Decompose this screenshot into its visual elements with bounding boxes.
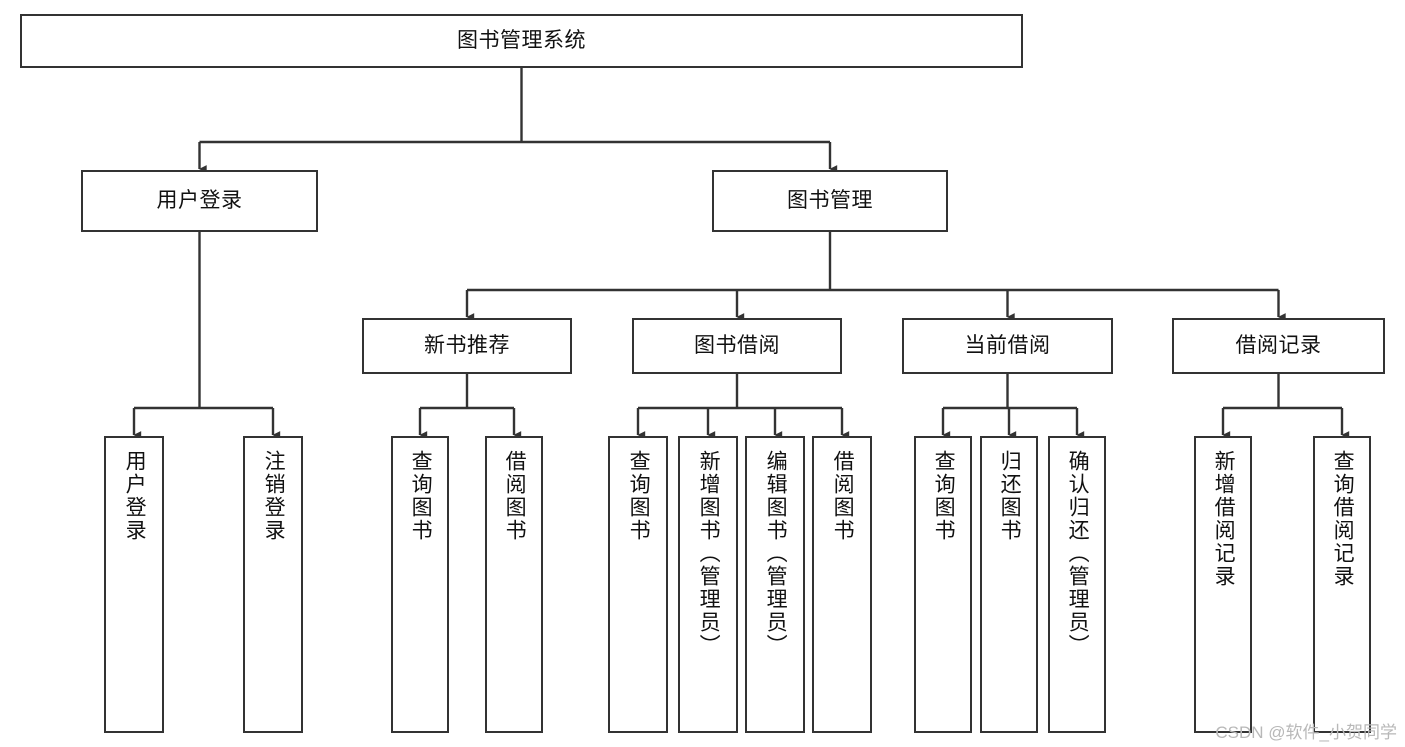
node-leaf-add-book[interactable]: 新增图书（管理员） xyxy=(678,436,738,733)
node-leaf-query-record[interactable]: 查询借阅记录 xyxy=(1313,436,1371,733)
node-label: 借阅图书 xyxy=(831,450,855,542)
node-label: 新增借阅记录 xyxy=(1212,450,1236,588)
node-book-manage[interactable]: 图书管理 xyxy=(712,170,948,232)
node-label: 新书推荐 xyxy=(424,334,510,358)
node-root[interactable]: 图书管理系统 xyxy=(20,14,1023,68)
node-leaf-query-book-3[interactable]: 查询图书 xyxy=(914,436,972,733)
node-label: 借阅记录 xyxy=(1235,334,1322,358)
node-label: 编辑图书（管理员） xyxy=(764,450,788,657)
node-label: 新增图书（管理员） xyxy=(697,450,721,657)
node-book-borrow[interactable]: 图书借阅 xyxy=(632,318,842,374)
node-label: 用户登录 xyxy=(156,189,243,213)
node-label: 图书管理 xyxy=(787,189,873,213)
node-current-borrow[interactable]: 当前借阅 xyxy=(902,318,1113,374)
node-label: 查询图书 xyxy=(932,450,956,542)
node-label: 图书借阅 xyxy=(694,334,780,358)
node-user-login[interactable]: 用户登录 xyxy=(81,170,318,232)
node-label: 查询图书 xyxy=(409,450,433,542)
node-leaf-borrow-book-1[interactable]: 借阅图书 xyxy=(485,436,543,733)
node-leaf-user-logout[interactable]: 注销登录 xyxy=(243,436,303,733)
node-leaf-return-book[interactable]: 归还图书 xyxy=(980,436,1038,733)
node-label: 借阅图书 xyxy=(503,450,527,542)
node-label: 查询图书 xyxy=(627,450,651,542)
node-leaf-edit-book[interactable]: 编辑图书（管理员） xyxy=(745,436,805,733)
node-label: 查询借阅记录 xyxy=(1331,450,1355,588)
node-label: 当前借阅 xyxy=(964,334,1051,358)
node-leaf-borrow-book-2[interactable]: 借阅图书 xyxy=(812,436,872,733)
csdn-watermark: CSDN @软件_小贺同学 xyxy=(1215,723,1397,742)
node-leaf-add-record[interactable]: 新增借阅记录 xyxy=(1194,436,1252,733)
node-leaf-query-book-2[interactable]: 查询图书 xyxy=(608,436,668,733)
node-leaf-user-login[interactable]: 用户登录 xyxy=(104,436,164,733)
node-label: 图书管理系统 xyxy=(457,29,586,53)
node-label: 归还图书 xyxy=(998,450,1022,542)
node-leaf-query-book-1[interactable]: 查询图书 xyxy=(391,436,449,733)
node-new-book-recommend[interactable]: 新书推荐 xyxy=(362,318,572,374)
node-leaf-confirm-return[interactable]: 确认归还（管理员） xyxy=(1048,436,1106,733)
node-borrow-record[interactable]: 借阅记录 xyxy=(1172,318,1385,374)
node-label: 确认归还（管理员） xyxy=(1066,450,1090,657)
node-label: 用户登录 xyxy=(123,450,147,542)
node-label: 注销登录 xyxy=(262,450,286,542)
